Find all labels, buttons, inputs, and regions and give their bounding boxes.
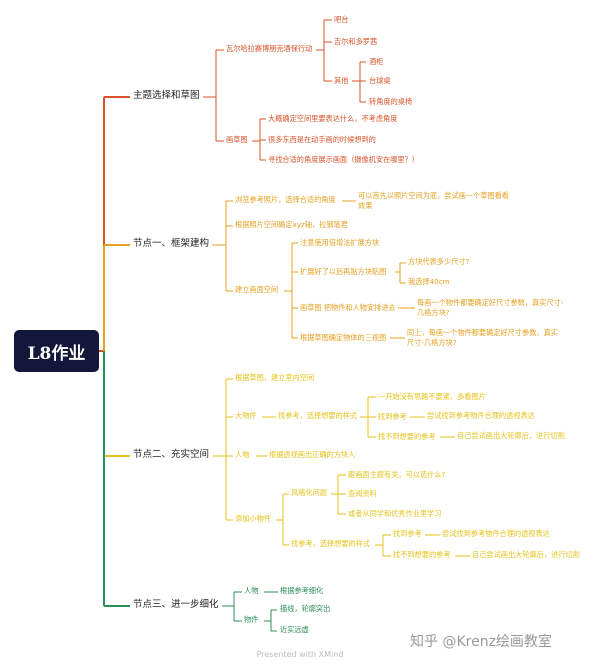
node-label[interactable]: 几格方块? (417, 308, 450, 317)
node-label[interactable]: 可以首先以照片空间为底，尝试画一个草图看看 (358, 191, 509, 200)
node-label[interactable]: 我选择40cm (408, 277, 450, 286)
node-label[interactable]: 找到参考 (393, 529, 422, 538)
node-label[interactable]: 查阅资料 (348, 489, 377, 498)
root-label: L8作业 (27, 343, 86, 364)
branch-fill-space[interactable]: 节点二、充实空间 (133, 449, 210, 460)
node-label[interactable]: 风格化问题 (291, 488, 327, 497)
node-label[interactable]: 找参考，选择想要的样式 (278, 411, 358, 420)
branch-framework[interactable]: 节点一、框架建构 (133, 238, 210, 249)
node-label[interactable]: 跟画面主题有关，可以选什么? (348, 470, 446, 479)
node-label[interactable]: 添加小物件 (235, 514, 271, 523)
node-label[interactable]: 物件 (244, 615, 259, 624)
node-label[interactable]: 酒柜 (369, 57, 384, 66)
node-label[interactable]: 根据透视画出正确的方块人 (269, 450, 356, 459)
node-label[interactable]: 找不到想要的参考 (378, 432, 436, 441)
node-label[interactable]: 建立画面空间 (235, 285, 279, 294)
node-label[interactable]: 画草图 (226, 135, 248, 144)
node-label[interactable]: 吧台 (334, 15, 349, 24)
node-label[interactable]: 很多东西是在动手画的时候想到的 (268, 135, 376, 144)
branch-refine[interactable]: 节点三、进一步细化 (133, 599, 219, 610)
node-label[interactable]: 自己尝试画出大轮廓后，进行切割 (472, 550, 580, 559)
node-label[interactable]: 台球桌 (369, 76, 391, 85)
branch-theme-sketch[interactable]: 主题选择和草图 (133, 90, 200, 101)
node-label[interactable]: 近实远虚 (280, 625, 309, 634)
node-label[interactable]: 找不到想要的参考 (393, 550, 451, 559)
node-label[interactable]: 尝试找到参考物件合理的透视表达 (442, 529, 550, 538)
node-label[interactable]: 一开始没有思路不要紧，多看图片 (378, 392, 486, 401)
node-label[interactable]: 吉尔和多罗茜 (334, 37, 378, 46)
node-label[interactable]: 转角度的桌椅 (369, 97, 413, 106)
node-label[interactable]: 根据参考细化 (280, 586, 324, 595)
node-label[interactable]: 效果 (358, 201, 373, 210)
node-label[interactable]: 找参考，选择想要的样式 (291, 539, 371, 548)
node-label[interactable]: 扩展好了以后再贴方块贴图 (300, 267, 387, 276)
node-label[interactable]: 根据草图确定物体的三视图 (300, 333, 387, 342)
node-label[interactable]: 同上，每画一个物件都要确定好尺寸参数，真实 (407, 328, 558, 337)
footer-credit: Presented with XMind (256, 650, 344, 659)
node-label[interactable]: 尺寸-几格方块? (407, 338, 457, 347)
node-label[interactable]: 每画一个物件都要确定好尺寸参数，真实尺寸- (417, 298, 564, 307)
node-label[interactable]: 方块代表多少尺寸? (408, 257, 470, 266)
node-label[interactable]: 浏览参考照片，选择合适的角度 (235, 195, 336, 204)
node-label[interactable]: 人物 (235, 450, 250, 459)
node-label[interactable]: 注意使用倍增法扩展方块 (300, 238, 380, 247)
node-label[interactable]: 寻找合适的角度展示画面（摄像机安在哪里？） (268, 155, 419, 164)
watermark: 知乎 @Krenz绘画教室 (410, 634, 552, 650)
node-label[interactable]: 找到参考 (378, 412, 407, 421)
node-label[interactable]: 其他 (334, 76, 349, 85)
node-label[interactable]: 根据照片空间确定xyz轴，拉钢笔君 (235, 220, 348, 229)
root-node[interactable]: L8作业 (14, 330, 99, 372)
node-label[interactable]: 人物 (244, 586, 259, 595)
node-label[interactable]: 大概确定空间里要表达什么，不考虑角度 (268, 114, 398, 123)
node-label[interactable]: 描线，轮廓突出 (280, 604, 331, 613)
node-label[interactable]: 根据草图，建立室内空间 (235, 373, 315, 382)
node-label[interactable]: 瓦尔哈拉赛博朋克酒保行动 (226, 44, 313, 53)
node-label[interactable]: 或者从同学和优秀作业里学习 (348, 509, 442, 518)
node-label[interactable]: 画草图 把物件和人物安排进去 (300, 303, 396, 312)
node-label[interactable]: 大物件 (235, 411, 257, 420)
node-label[interactable]: 自己尝试画出大轮廓后，进行切割 (457, 431, 565, 440)
node-label[interactable]: 尝试找到参考物件合理的透视表达 (427, 411, 535, 420)
